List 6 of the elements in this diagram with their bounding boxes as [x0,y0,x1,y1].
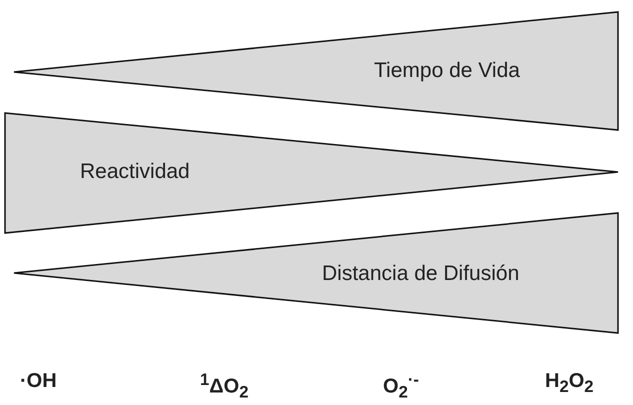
species-label: H$_{2}$O$_{2}$ [545,370,594,397]
wedge-label: Distancia de Difusión [322,262,520,286]
species-label: ·OH [20,370,57,393]
wedge-label: Tiempo de Vida [374,59,520,83]
wedge-label: Reactividad [80,160,190,184]
species-label: $^{1}$ΔO$_{2}$ [200,370,248,403]
